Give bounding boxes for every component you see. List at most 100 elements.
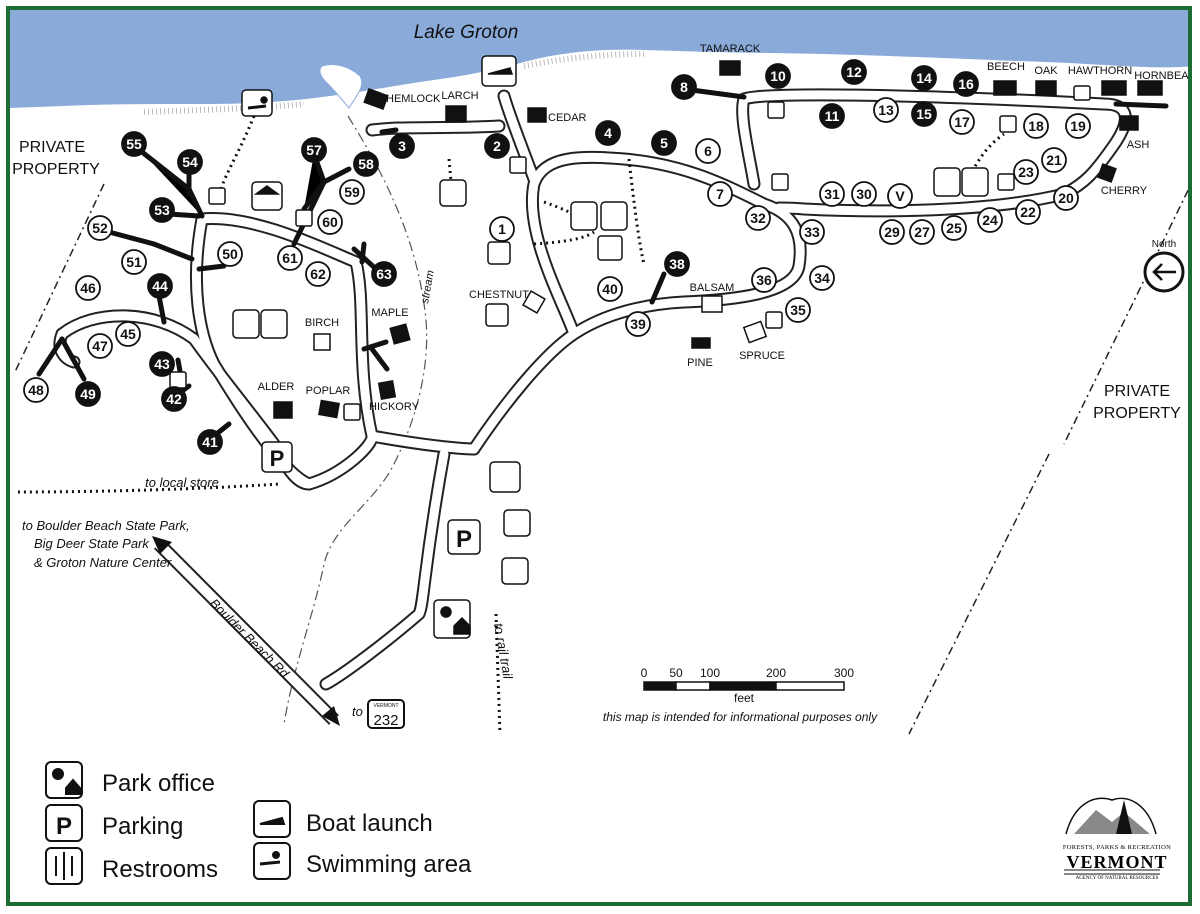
parking-icon-west <box>261 441 293 473</box>
campsite-number: 54 <box>182 154 198 170</box>
lean-to-shelters <box>273 60 1163 419</box>
campsite-marker <box>489 216 515 242</box>
campsite-marker <box>651 130 677 156</box>
campsite-41: 41 <box>197 429 223 455</box>
private-property-west: PRIVATE <box>19 139 85 156</box>
campsite-marker <box>785 297 811 323</box>
lean-to-label: PINE <box>687 357 713 369</box>
lean-to-label: HICKORY <box>369 401 420 413</box>
campsite-marker <box>707 181 733 207</box>
campsite-number: 50 <box>222 246 238 262</box>
campsite-number: 59 <box>344 184 360 200</box>
campsite-marker <box>389 133 415 159</box>
campsite-marker <box>909 219 935 245</box>
campsite-marker <box>809 265 835 291</box>
campsite-number: 46 <box>80 280 96 296</box>
campsite-number: 48 <box>28 382 44 398</box>
campsite-number: 19 <box>1070 118 1086 134</box>
road-arrow-south <box>322 706 340 726</box>
campsite-marker <box>371 261 397 287</box>
campsite-number: 30 <box>856 186 872 202</box>
campsite-52: 52 <box>87 215 113 241</box>
road-name: Boulder Beach Rd <box>207 596 293 682</box>
campsite-marker <box>911 101 937 127</box>
campsite-27: 27 <box>909 219 935 245</box>
campsite-number: 18 <box>1028 118 1044 134</box>
campsite-33: 33 <box>799 219 825 245</box>
campsite-number: 23 <box>1018 164 1034 180</box>
campsite-43: 43 <box>149 351 175 377</box>
campsite-42: 42 <box>161 386 187 412</box>
campsite-6: 6 <box>695 138 721 164</box>
campsite-38: 38 <box>664 251 690 277</box>
to-local-store: to local store <box>145 475 219 490</box>
campground-map: P P P Lake GrotonPRIVATEPROPERTYPRIVATEP… <box>10 10 1188 885</box>
logo-line-2: VERMONT <box>1066 852 1168 872</box>
campsite-48: 48 <box>23 377 49 403</box>
private-property-east: PROPERTY <box>1093 405 1181 422</box>
rail-trail: to rail trail <box>491 622 516 681</box>
campsite-marker <box>745 205 771 231</box>
lean-to-label: BEECH <box>987 61 1025 73</box>
lean-to-label: MAPLE <box>371 307 408 319</box>
campsite-4: 4 <box>595 120 621 146</box>
campsite-number: 41 <box>202 434 218 450</box>
swimming-icon <box>241 89 273 117</box>
campsite-number: 32 <box>750 210 766 226</box>
campsite-number: V <box>895 188 905 204</box>
campsite-17: 17 <box>949 109 975 135</box>
lean-to-label: TAMARACK <box>700 43 761 55</box>
campsite-number: 51 <box>126 254 142 270</box>
scale-tick: 50 <box>669 666 683 680</box>
campsite-number: 15 <box>916 106 932 122</box>
campsite-marker <box>1053 185 1079 211</box>
route-state: VERMONT <box>374 703 399 709</box>
campsite-number: 16 <box>958 76 974 92</box>
campsite-32: 32 <box>745 205 771 231</box>
scale-tick: 100 <box>700 666 720 680</box>
campsite-number: 35 <box>790 302 806 318</box>
campsite-marker <box>75 275 101 301</box>
logo-line-3: AGENCY OF NATURAL RESOURCES <box>1075 876 1159 881</box>
campsite-marker <box>1023 113 1049 139</box>
campsite-number: 40 <box>602 281 618 297</box>
campsite-marker <box>23 377 49 403</box>
legend-parking: Parking <box>102 813 184 840</box>
campsite-number: 43 <box>154 356 170 372</box>
lake-groton <box>10 10 1188 108</box>
campsite-60: 60 <box>317 209 343 235</box>
to-parks-note: & Groton Nature Center <box>34 555 172 570</box>
campsite-18: 18 <box>1023 113 1049 139</box>
campsite-marker <box>1015 199 1041 225</box>
campsite-number: 17 <box>954 114 970 130</box>
campsite-59: 59 <box>339 179 365 205</box>
campsite-19: 19 <box>1065 113 1091 139</box>
campsite-30: 30 <box>851 181 877 207</box>
campsite-11: 11 <box>819 103 845 129</box>
lake-label: Lake Groton <box>414 22 519 43</box>
legend-boat-launch: Boat launch <box>306 810 433 837</box>
campsite-25: 25 <box>941 215 967 241</box>
campsite-58: 58 <box>353 151 379 177</box>
lean-to-label: ASH <box>1127 139 1150 151</box>
campsite-marker <box>819 103 845 129</box>
campsite-marker <box>664 251 690 277</box>
property-line-west <box>13 183 105 375</box>
campsite-10: 10 <box>765 63 791 89</box>
campsite-number: 3 <box>398 138 406 154</box>
campsite-number: 33 <box>804 224 820 240</box>
campsite-number: 42 <box>166 391 182 407</box>
campsite-45: 45 <box>115 321 141 347</box>
campsite-number: 22 <box>1020 204 1036 220</box>
pavilion-icon <box>251 181 283 211</box>
campsite-7: 7 <box>707 181 733 207</box>
campsite-57: 57 <box>301 137 327 163</box>
campsite-marker <box>799 219 825 245</box>
campsite-8: 8 <box>671 74 697 100</box>
campsite-62: 62 <box>305 261 331 287</box>
campsite-marker <box>339 179 365 205</box>
logo-line-1: FORESTS, PARKS & RECREATION <box>1062 844 1172 851</box>
accessible-icon <box>487 241 511 265</box>
campsite-marker <box>197 429 223 455</box>
